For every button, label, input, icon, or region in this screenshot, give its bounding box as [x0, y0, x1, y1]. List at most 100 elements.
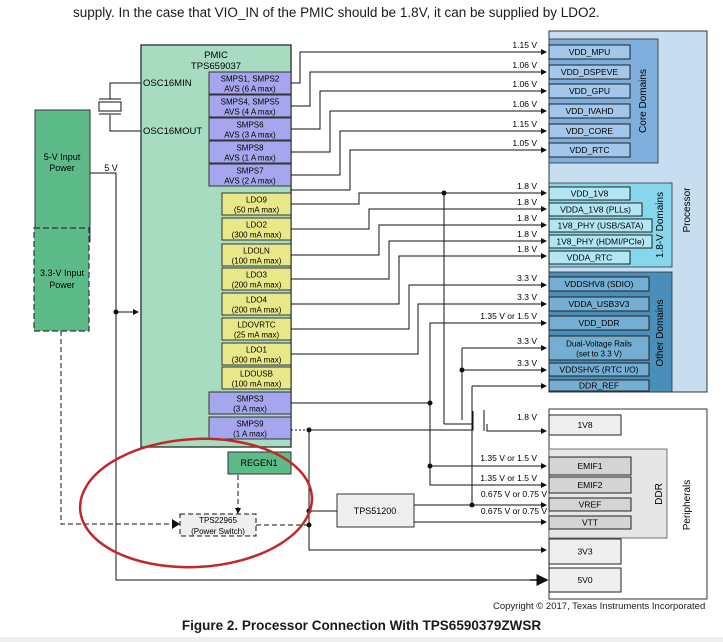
five-v-input-label-2: Power	[49, 163, 75, 173]
pmic-title: PMIC	[204, 50, 228, 61]
junction-dot	[427, 400, 433, 406]
rail-name: VDD_IVAHD	[565, 106, 613, 116]
core-rail: VDD_RTC	[548, 142, 631, 158]
wire	[291, 128, 547, 176]
core-rail: VDD_CORE	[548, 123, 631, 139]
rail-name: VDDA_1V8 (PLLs)	[560, 205, 631, 215]
periph-3v3: 3V3	[548, 538, 622, 565]
v18-rail: VDDA_RTC	[548, 250, 631, 265]
rail-name: 1V8_PHY (USB/SATA)	[558, 221, 644, 231]
junction-dot	[306, 427, 312, 433]
wire	[291, 222, 547, 256]
regulator-rating: (100 mA max)	[232, 380, 282, 389]
five-v-input-block	[34, 109, 91, 243]
tps51200-block	[336, 493, 415, 528]
regulator-rating: AVS (1 A max)	[224, 154, 276, 163]
voltage-label: 1.35 V or 1.5 V	[480, 453, 537, 463]
rail-name: VDD_RTC	[570, 145, 610, 155]
v18-rail: VDDA_1V8 (PLLs)	[548, 202, 643, 217]
copyright-text: Copyright © 2017, Texas Instruments Inco…	[493, 601, 706, 612]
wire	[309, 411, 474, 431]
regulator-name: SMPS7	[236, 167, 264, 176]
regulator-rating: (25 mA max)	[234, 331, 280, 340]
v18-rail: VDD_1V8	[548, 186, 631, 201]
wire	[291, 69, 547, 107]
rail-name: VDD_DDR	[578, 318, 619, 328]
voltage-label: 1.8 V	[517, 197, 537, 207]
regulator-rating: (200 mA max)	[232, 281, 282, 290]
crystal-oscillator	[98, 82, 141, 132]
ddr-rail: EMIF1	[548, 456, 632, 476]
core-rail: VDD_IVAHD	[548, 103, 631, 119]
rail-name: EMIF1	[577, 461, 602, 471]
wire	[291, 108, 547, 153]
osc-out-label: OSC16MOUT	[143, 126, 202, 137]
voltage-label: 1.15 V	[512, 40, 537, 50]
other-rail: DDR_REF	[548, 379, 650, 392]
rail-name: VDD_DSPEVE	[561, 67, 618, 77]
rail-name: VREF	[579, 500, 602, 510]
wire	[291, 320, 547, 404]
regulator-rating: (300 mA max)	[232, 231, 282, 240]
wire	[291, 301, 547, 355]
junction-dot	[441, 190, 447, 196]
voltage-label: 3.3 V	[517, 292, 537, 302]
regulator-name: LDO3	[246, 271, 267, 280]
wire	[486, 424, 547, 434]
regulator-name: LDOUSB	[240, 370, 273, 379]
ddr-rail: EMIF2	[548, 476, 632, 494]
rail-name: VTT	[582, 518, 598, 528]
regulator-name: SMPS9	[236, 420, 264, 429]
other-rail: VDDSHV5 (RTC I/O)	[548, 362, 650, 377]
regulator-name: SMPS6	[236, 121, 264, 130]
voltage-label: 1.06 V	[512, 60, 537, 70]
rail-name: VDD_CORE	[566, 126, 614, 136]
other-rail: VDDA_USB3V3	[548, 296, 650, 312]
smps-block: SMPS9(1 A max)	[208, 416, 292, 440]
regulator-rating: (1 A max)	[233, 430, 267, 439]
intro-text: supply. In the case that VIO_IN of the P…	[73, 5, 600, 20]
power-switch-block	[179, 513, 257, 537]
rail-name: DDR_REF	[579, 381, 619, 391]
regulator-name: SMPS4, SMPS5	[221, 98, 280, 107]
regulator-name: SMPS8	[236, 144, 264, 153]
voltage-label: 1.8 V	[517, 229, 537, 239]
regulator-name: SMPS1, SMPS2	[221, 75, 280, 84]
core-rail: VDD_DSPEVE	[548, 64, 631, 80]
core-rail: VDD_GPU	[548, 83, 631, 99]
ddr-label: DDR	[654, 483, 665, 505]
voltage-label: 1.06 V	[512, 79, 537, 89]
regulator-name: LDO2	[246, 221, 267, 230]
ldo-block: LDO9(50 mA max)	[221, 192, 292, 216]
rail-name: Dual-Voltage Rails	[566, 340, 632, 349]
wire	[291, 206, 547, 230]
other-rail: VDD_DDR	[548, 315, 650, 331]
other-domains-label: Other Domains	[655, 299, 666, 366]
v18-rail: 1V8_PHY (USB/SATA)	[548, 218, 653, 233]
wire	[291, 88, 547, 130]
junction-dot	[459, 367, 465, 373]
wire	[429, 466, 547, 488]
periph-1v8: 1V8	[548, 414, 622, 436]
voltage-label: 1.15 V	[512, 119, 537, 129]
five-v-wiring	[90, 172, 530, 581]
page-bottom-bar	[0, 637, 723, 642]
rail-name: VDDSHV5 (RTC I/O)	[559, 365, 638, 375]
three-v-input-block	[33, 227, 90, 332]
regulator-rating: (3 A max)	[233, 405, 267, 414]
voltage-label: 1.05 V	[512, 138, 537, 148]
rail-name: VDDA_USB3V3	[569, 299, 630, 309]
voltage-label: 0.675 V or 0.75 V	[481, 506, 547, 516]
rail-name: 3V3	[577, 547, 592, 557]
rail-name: VDDSHV8 (SDIO)	[565, 279, 634, 289]
five-v-input-label-1: 5-V Input	[44, 152, 81, 162]
v18-rail: 1V8_PHY (HDMI/PCIe)	[548, 234, 653, 249]
three-v-wiring	[60, 331, 309, 526]
rail-name-2: (set to 3.3 V)	[576, 350, 622, 359]
other-rail: Dual-Voltage Rails(set to 3.3 V)	[548, 335, 650, 361]
regulator-rating: AVS (2 A max)	[224, 177, 276, 186]
figure-caption: Figure 2. Processor Connection With TPS6…	[181, 618, 542, 633]
